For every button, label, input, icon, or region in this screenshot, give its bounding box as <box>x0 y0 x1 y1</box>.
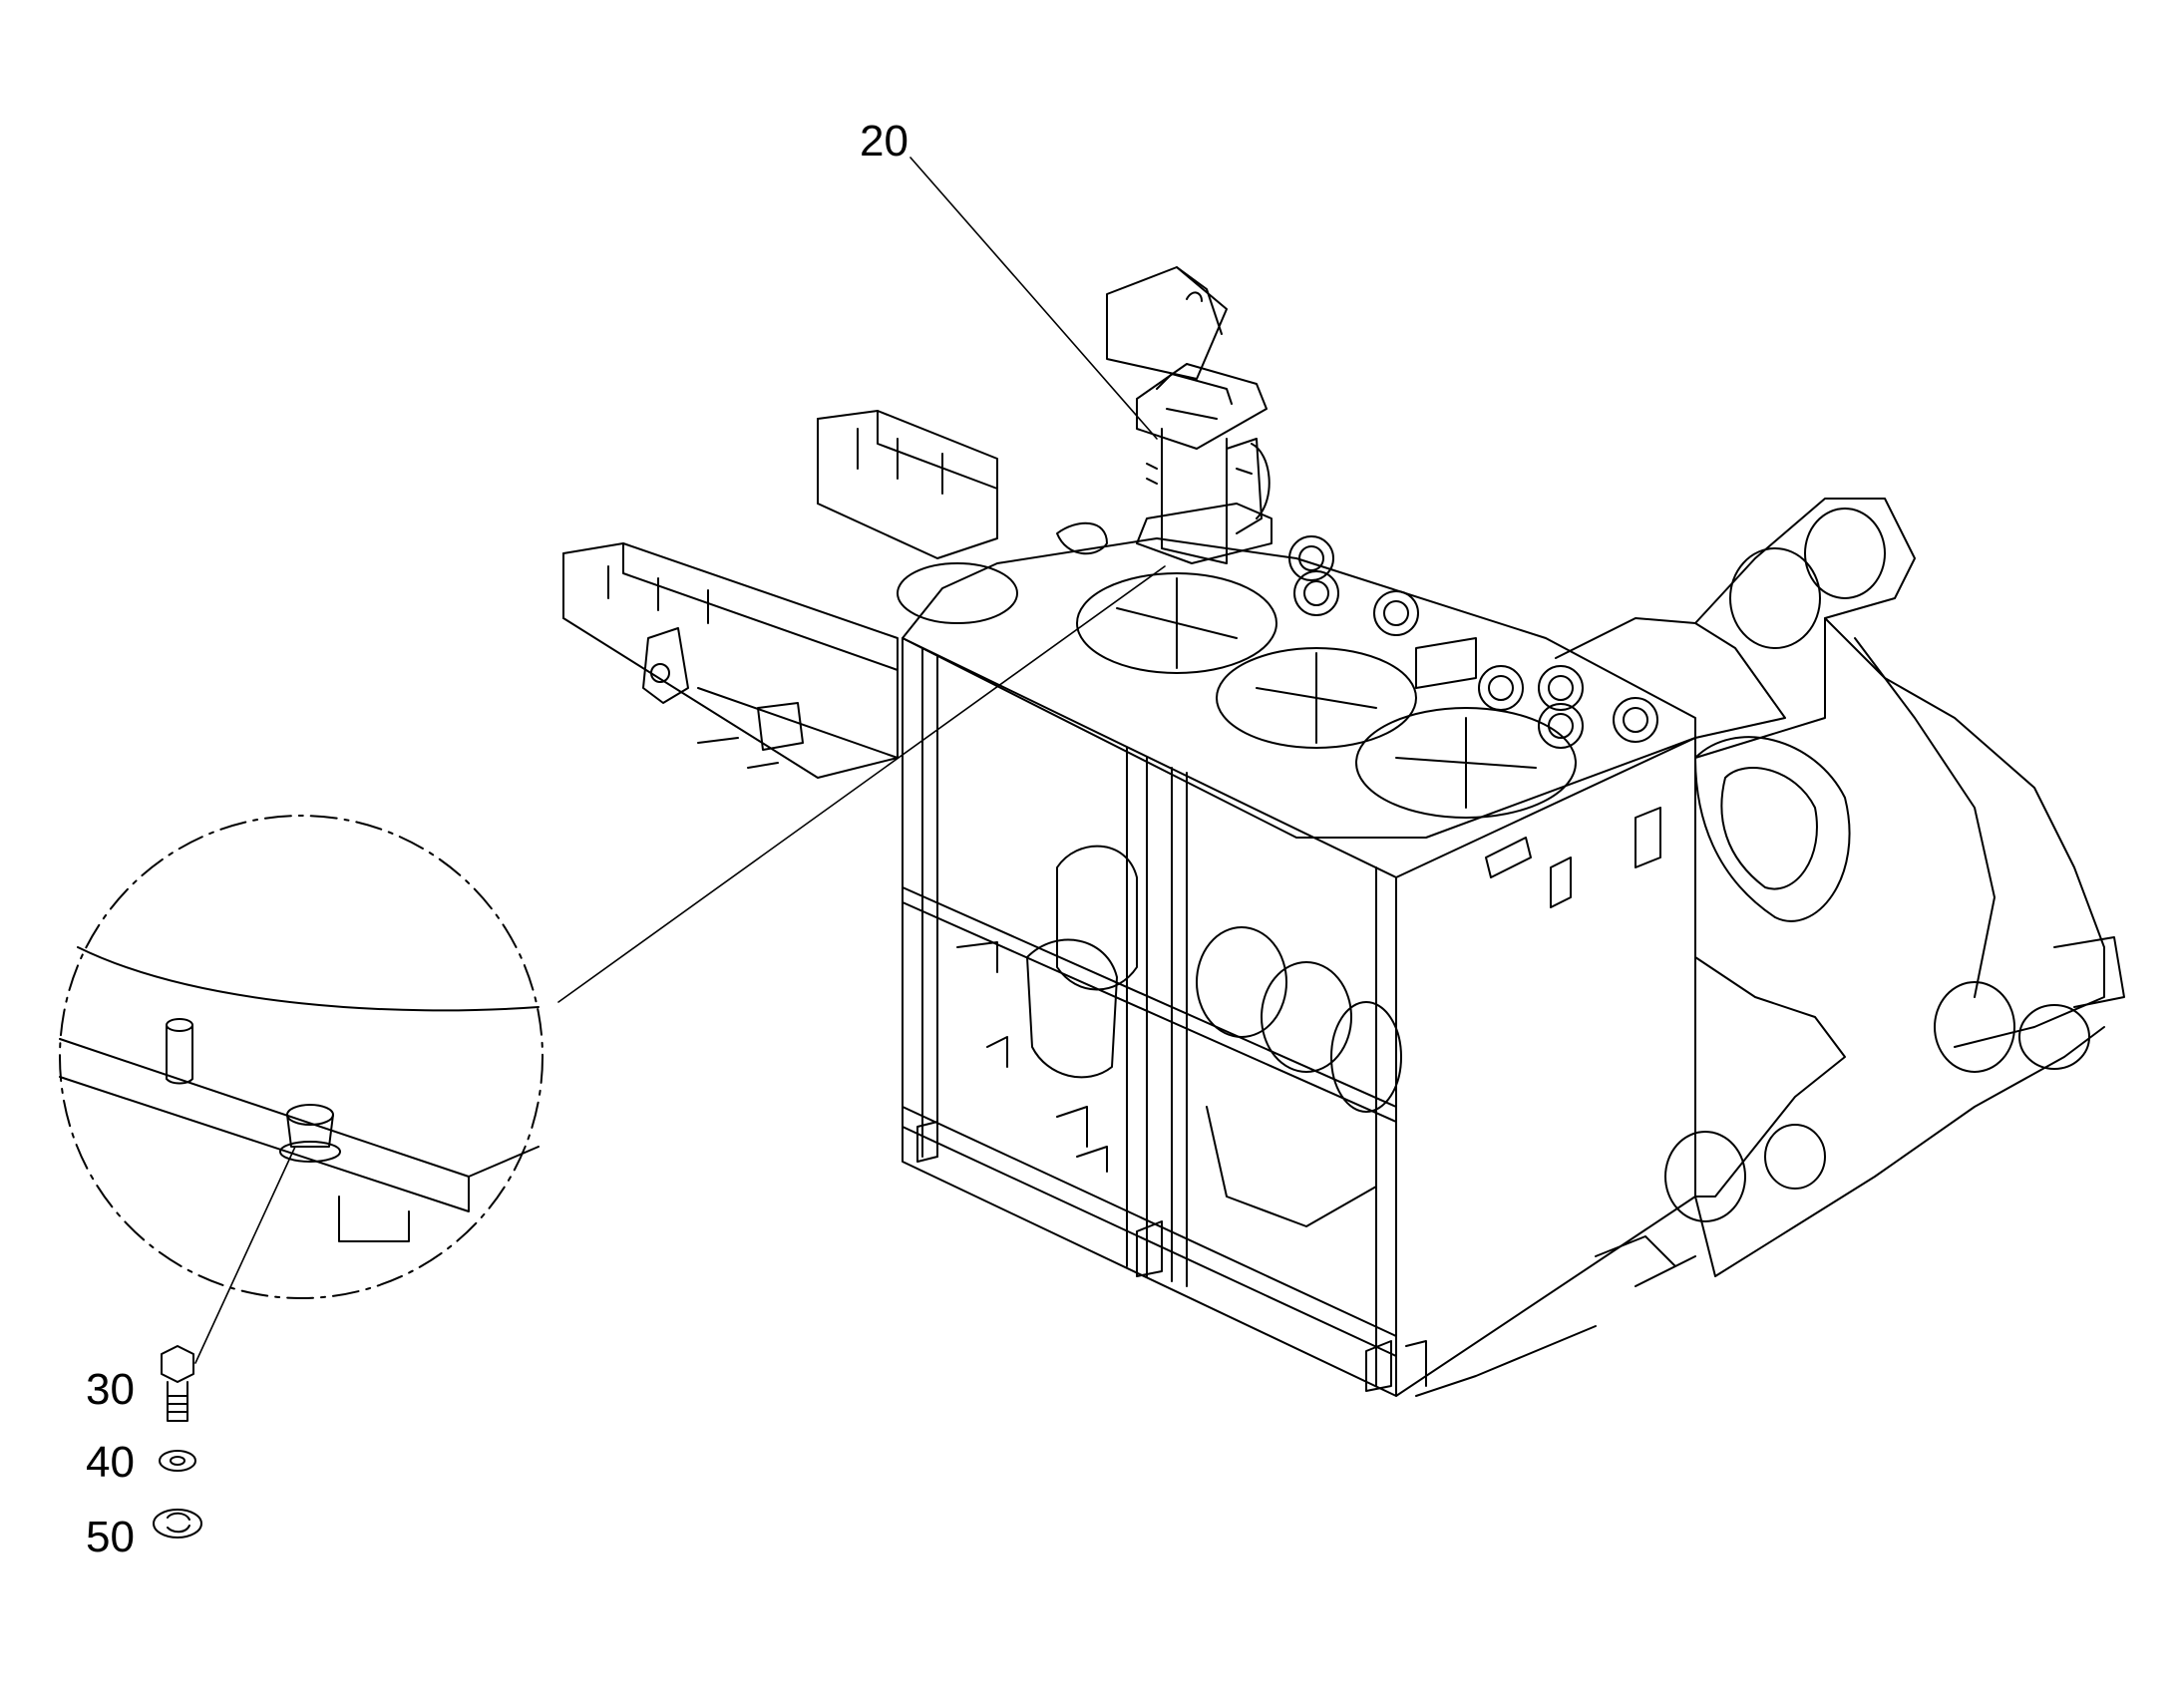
right-pivot-arm <box>1555 498 2125 1287</box>
leader-lines <box>194 157 1166 1364</box>
main-frame-box <box>902 537 1696 1397</box>
washer-50 <box>153 1509 202 1538</box>
detail-view <box>59 815 544 1299</box>
left-beam-assembly <box>562 410 998 779</box>
callout-50: 50 <box>86 1513 135 1561</box>
callout-20: 20 <box>860 117 908 166</box>
bolt-30 <box>161 1345 194 1422</box>
top-openings <box>897 521 1658 819</box>
washer-40 <box>159 1450 196 1472</box>
callout-30: 30 <box>86 1365 135 1414</box>
control-unit <box>1106 266 1272 564</box>
callout-40: 40 <box>86 1438 135 1487</box>
